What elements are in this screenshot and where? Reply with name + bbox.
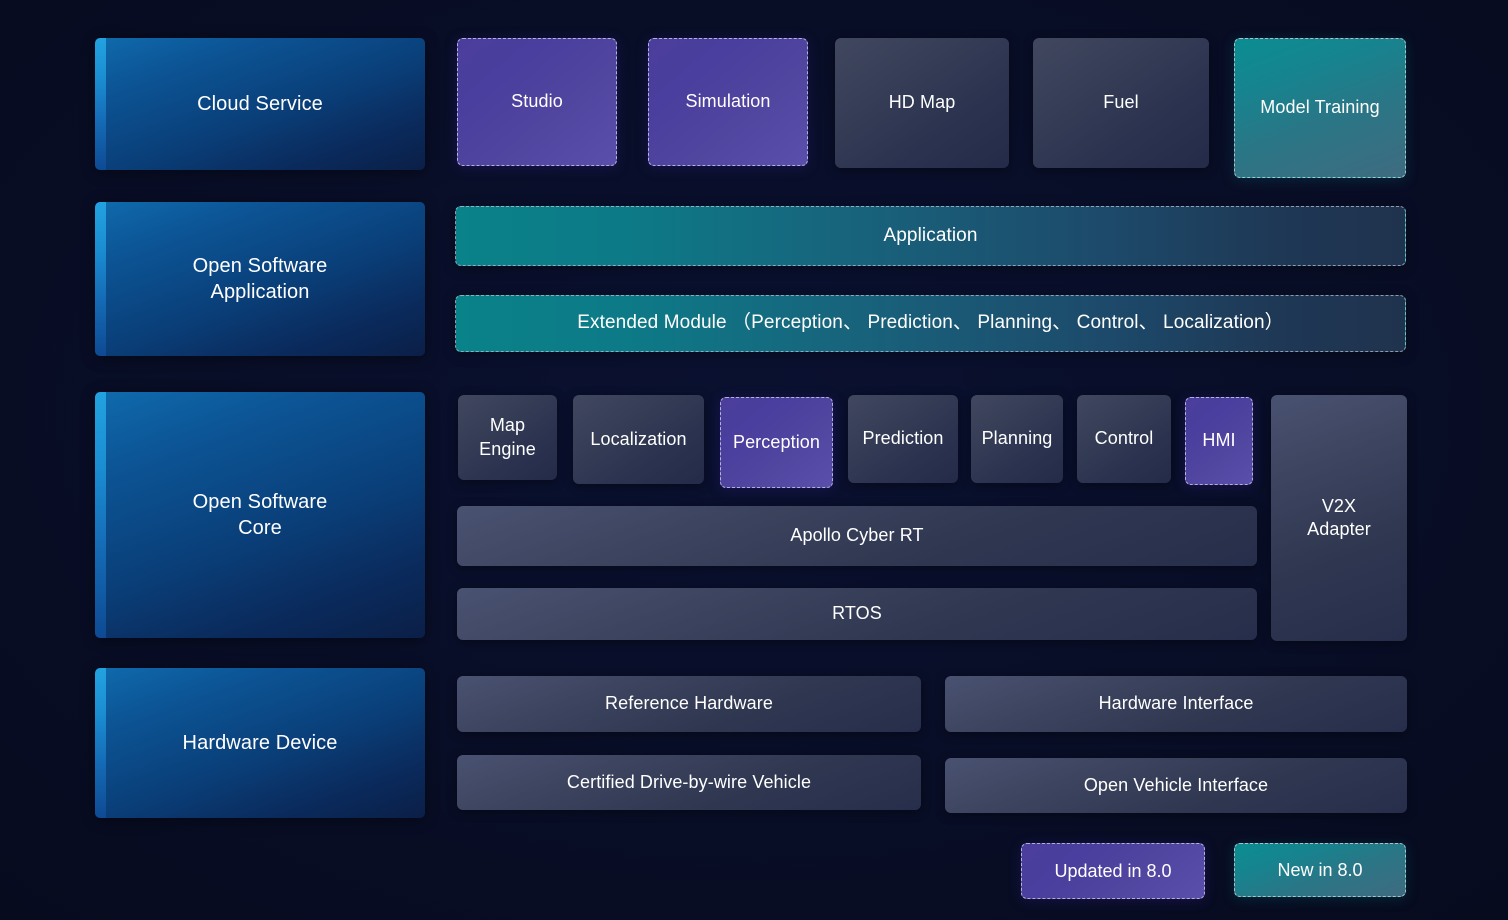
node-hmi[interactable]: HMI [1185, 397, 1253, 485]
node-map-engine[interactable]: Map Engine [458, 395, 557, 480]
layer-label-open-software-application: Open Software Application [95, 202, 425, 356]
node-certified-drive-by-wire-vehicle[interactable]: Certified Drive-by-wire Vehicle [457, 755, 921, 810]
node-fuel[interactable]: Fuel [1033, 38, 1209, 168]
layer-label-hardware-device: Hardware Device [95, 668, 425, 818]
node-prediction[interactable]: Prediction [848, 395, 958, 483]
node-extended-module[interactable]: Extended Module （Perception、 Prediction、… [455, 295, 1406, 352]
node-perception[interactable]: Perception [720, 397, 833, 488]
node-simulation[interactable]: Simulation [648, 38, 808, 166]
layer-label-cloud-service: Cloud Service [95, 38, 425, 170]
node-localization[interactable]: Localization [573, 395, 704, 484]
node-application[interactable]: Application [455, 206, 1406, 266]
node-v2x-adapter[interactable]: V2X Adapter [1271, 395, 1407, 641]
node-studio[interactable]: Studio [457, 38, 617, 166]
node-hd-map[interactable]: HD Map [835, 38, 1009, 168]
node-rtos[interactable]: RTOS [457, 588, 1257, 640]
node-hardware-interface[interactable]: Hardware Interface [945, 676, 1407, 732]
node-reference-hardware[interactable]: Reference Hardware [457, 676, 921, 732]
node-control[interactable]: Control [1077, 395, 1171, 483]
node-apollo-cyber-rt[interactable]: Apollo Cyber RT [457, 506, 1257, 566]
legend-new-in-8: New in 8.0 [1234, 843, 1406, 897]
legend-updated-in-8: Updated in 8.0 [1021, 843, 1205, 899]
node-planning[interactable]: Planning [971, 395, 1063, 483]
node-open-vehicle-interface[interactable]: Open Vehicle Interface [945, 758, 1407, 813]
layer-label-open-software-core: Open Software Core [95, 392, 425, 638]
node-model-training[interactable]: Model Training [1234, 38, 1406, 178]
